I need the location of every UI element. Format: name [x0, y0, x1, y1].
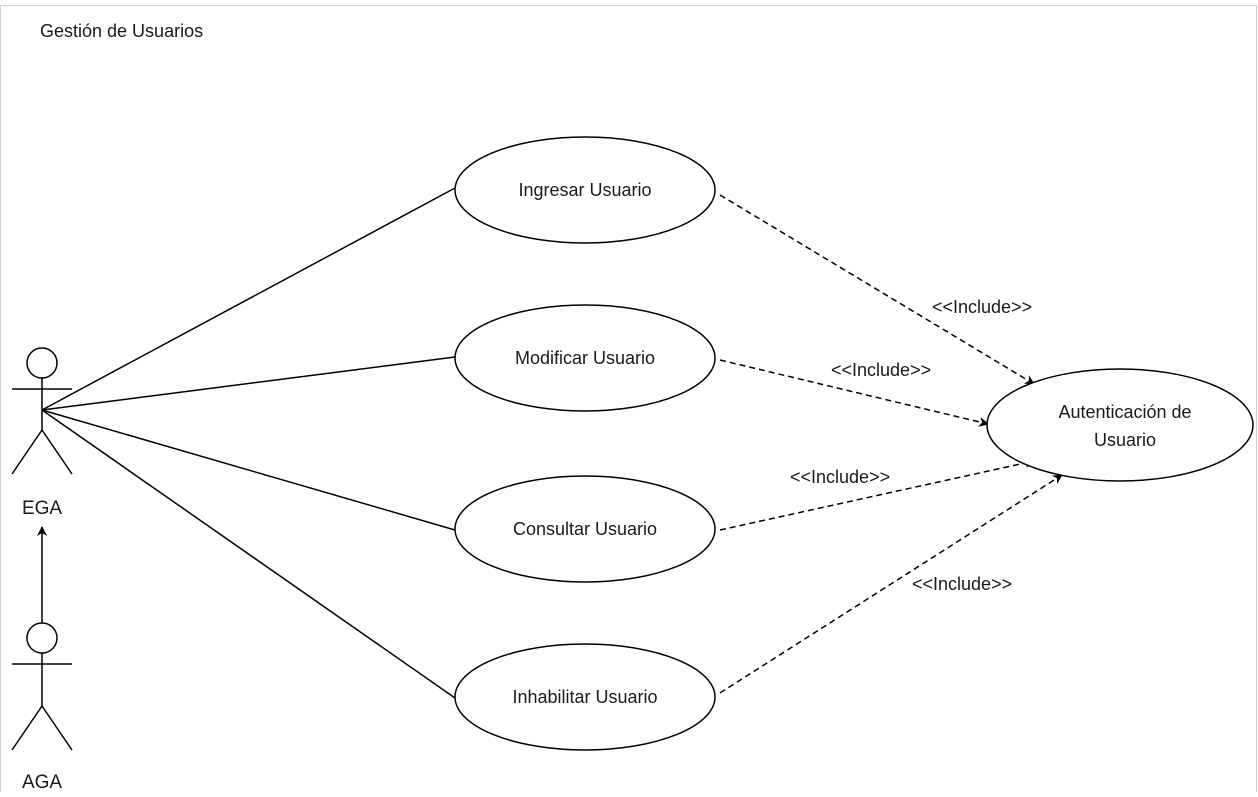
association-ega-ingresar	[41, 187, 456, 411]
use-case-inhabilitar[interactable]: Inhabilitar Usuario	[454, 643, 716, 751]
actor-ega-right-leg	[41, 429, 73, 475]
use-case-consultar[interactable]: Consultar Usuario	[454, 475, 716, 583]
use-case-autenticacion-label-line2: Usuario	[1094, 430, 1156, 450]
actor-ega-label: EGA	[22, 498, 62, 519]
association-ega-consultar	[41, 409, 456, 531]
boundary-title: Gestión de Usuarios	[40, 21, 203, 41]
association-ega-modificar	[41, 356, 456, 411]
actor-aga-head	[26, 622, 58, 654]
actor-ega-head	[26, 347, 58, 379]
actor-ega[interactable]: EGA	[11, 347, 73, 519]
use-case-inhabilitar-label: Inhabilitar Usuario	[512, 687, 657, 707]
use-case-ingresar-label: Ingresar Usuario	[518, 180, 651, 200]
include-ingresar	[719, 194, 1035, 385]
association-ega-inhabilitar	[41, 409, 456, 699]
use-case-autenticacion[interactable]: Autenticación de Usuario	[986, 368, 1254, 482]
use-case-consultar-label: Consultar Usuario	[513, 519, 657, 539]
include-label-ingresar: <<Include>>	[932, 297, 1032, 317]
include-inhabilitar	[719, 474, 1063, 694]
include-label-inhabilitar: <<Include>>	[912, 574, 1012, 594]
use-case-modificar[interactable]: Modificar Usuario	[454, 304, 716, 412]
include-label-consultar: <<Include>>	[790, 467, 890, 487]
include-modificar	[719, 359, 989, 427]
actor-aga-left-leg	[11, 705, 43, 751]
include-consultar	[719, 458, 1035, 531]
actor-ega-left-leg	[11, 429, 43, 475]
actor-aga[interactable]: AGA	[11, 622, 73, 793]
actor-aga-label: AGA	[22, 772, 62, 792]
include-label-modificar: <<Include>>	[831, 360, 931, 380]
use-case-modificar-label: Modificar Usuario	[515, 348, 655, 368]
actor-aga-right-leg	[41, 705, 73, 751]
use-case-autenticacion-label-line1: Autenticación de	[1058, 402, 1191, 422]
use-case-ingresar[interactable]: Ingresar Usuario	[454, 136, 716, 244]
